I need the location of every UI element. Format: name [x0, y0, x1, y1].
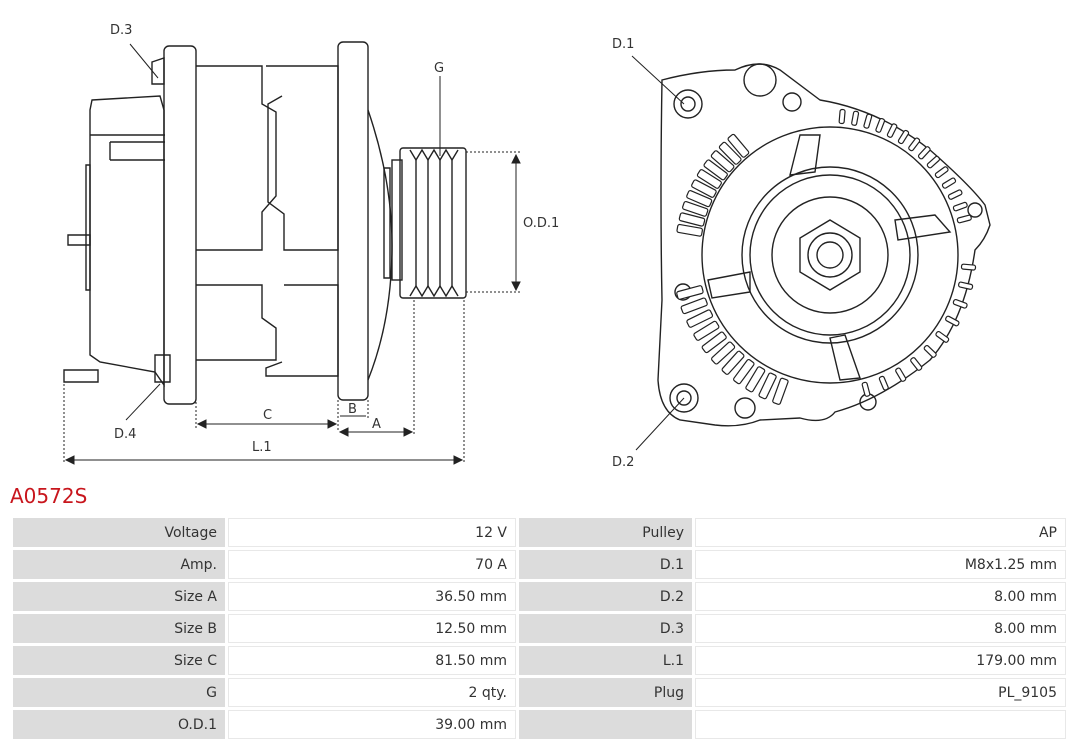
vent-slot [718, 141, 742, 165]
vent-slot [952, 201, 968, 212]
spec-value: 12.50 mm [228, 614, 516, 643]
vent-slot [686, 190, 713, 208]
vent-slot [691, 179, 717, 198]
vent-slot [851, 110, 860, 126]
label-l1: L.1 [252, 440, 272, 455]
spec-value [695, 710, 1066, 739]
spec-label: Size B [13, 614, 225, 643]
vent-slot [693, 320, 720, 341]
part-number-title: A0572S [10, 484, 88, 508]
spec-value: AP [695, 518, 1066, 547]
alternator-side-view [63, 41, 467, 405]
spec-value: PL_9105 [695, 678, 1066, 707]
vent-slot [676, 223, 703, 237]
vent-slot [710, 150, 735, 173]
vent-slot [960, 263, 977, 271]
spec-value: 81.50 mm [228, 646, 516, 675]
vent-slot [926, 155, 941, 169]
vent-slot [917, 146, 931, 160]
vent-slot [682, 201, 709, 217]
label-d2: D.2 [612, 455, 634, 470]
vent-slot [701, 331, 727, 354]
spec-value: 70 A [228, 550, 516, 579]
spec-label: Voltage [13, 518, 225, 547]
spec-value: M8x1.25 mm [695, 550, 1066, 579]
vent-slot [721, 350, 745, 375]
vent-slot [758, 372, 777, 400]
label-c: C [263, 408, 272, 423]
spec-value: 8.00 mm [695, 582, 1066, 611]
vent-slot [733, 358, 755, 385]
spec-value: 36.50 mm [228, 582, 516, 611]
dimension-lines [63, 43, 685, 465]
label-a: A [372, 417, 381, 432]
alternator-front-view [657, 63, 991, 427]
vent-slot [875, 117, 886, 133]
technical-drawing: D.3 D.4 G O.D.1 C B A L.1 D.1 D.2 [63, 23, 991, 470]
vent-slot [703, 159, 728, 181]
spec-label: D.3 [519, 614, 692, 643]
vent-slot [878, 375, 889, 391]
spec-value: 39.00 mm [228, 710, 516, 739]
vent-slot [838, 108, 846, 125]
spec-label [519, 710, 692, 739]
vent-slot [935, 330, 950, 343]
label-d3: D.3 [110, 23, 132, 38]
vent-slot [910, 357, 923, 371]
vent-slot [952, 298, 968, 309]
vent-slot [727, 133, 750, 158]
vent-slot [680, 297, 708, 315]
label-b: B [348, 402, 357, 417]
vent-slot [941, 177, 957, 189]
dimension-labels: D.3 D.4 G O.D.1 C B A L.1 D.1 D.2 [110, 23, 634, 470]
vent-slot [711, 341, 736, 365]
vent-slot [895, 367, 907, 382]
spec-value: 2 qty. [228, 678, 516, 707]
vent-slot [923, 344, 937, 358]
vent-slot [908, 137, 921, 152]
vent-slot [696, 169, 722, 189]
vent-slot [676, 285, 704, 300]
spec-label: G [13, 678, 225, 707]
vent-slot [745, 366, 766, 393]
spec-value: 8.00 mm [695, 614, 1066, 643]
spec-label: O.D.1 [13, 710, 225, 739]
spec-label: Plug [519, 678, 692, 707]
spec-label: Size C [13, 646, 225, 675]
vent-slot [956, 214, 972, 224]
label-d4: D.4 [114, 427, 136, 442]
vent-slot [861, 381, 871, 397]
spec-value: 12 V [228, 518, 516, 547]
vent-slots [676, 108, 977, 405]
vent-slot [945, 315, 960, 327]
vent-slot [934, 166, 949, 179]
label-g: G [434, 61, 444, 76]
spec-label: Pulley [519, 518, 692, 547]
vent-slot [686, 309, 714, 328]
vent-slot [958, 281, 974, 290]
spec-label: Size A [13, 582, 225, 611]
spec-value: 179.00 mm [695, 646, 1066, 675]
vent-slot [863, 113, 873, 129]
spec-label: D.1 [519, 550, 692, 579]
vent-slot [897, 129, 910, 145]
vent-slot [678, 212, 706, 227]
spec-label: Amp. [13, 550, 225, 579]
vent-slot [886, 123, 898, 138]
label-od1: O.D.1 [523, 216, 559, 231]
spec-label: D.2 [519, 582, 692, 611]
vent-slot [772, 377, 789, 405]
label-d1: D.1 [612, 37, 634, 52]
spec-label: L.1 [519, 646, 692, 675]
vent-slot [947, 189, 963, 200]
